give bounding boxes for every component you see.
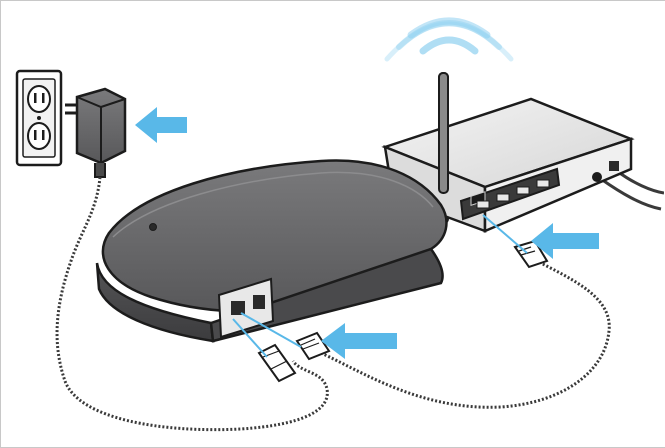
wall-outlet-icon [17,71,61,165]
router-power-cable [601,179,661,209]
insert-arrow-icon [321,323,397,359]
hub-ethernet-port [231,301,245,315]
insert-arrow-icon [135,107,187,143]
power-adapter-icon [65,89,125,177]
wifi-signal-icon [387,21,511,59]
router-wan-cable [617,171,664,193]
router-wan-port [609,161,619,171]
router-power-port [592,172,602,182]
status-led [150,224,157,231]
power-plug-icon [259,345,295,381]
network-hub-device [97,160,446,341]
hub-power-port [253,295,265,309]
